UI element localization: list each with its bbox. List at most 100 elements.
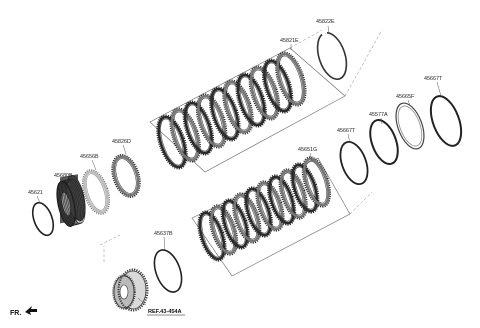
- part-45667T-mid-ring: [339, 141, 369, 185]
- upper-disc-9-body: [263, 59, 293, 113]
- lower-disc-6-body: [256, 181, 284, 231]
- lower-disc-2-inner-edge: [213, 208, 235, 252]
- reference-gear-hub: [99, 234, 149, 312]
- upper-disc-2-teeth: [169, 107, 201, 163]
- hub-bore: [119, 284, 129, 300]
- lower-disc-1-body: [198, 211, 226, 261]
- lower-disc-3: [220, 198, 250, 250]
- fr-label: FR.: [10, 310, 21, 317]
- hub-dashed-axis-line: [99, 234, 121, 246]
- leader-45826D: [122, 144, 127, 155]
- upper-disc-10-inner-edge: [279, 55, 303, 103]
- upper-disc-3-body: [183, 101, 213, 155]
- lower-disc-1-inner-edge: [201, 214, 223, 258]
- disc-45656B-inner-edge: [86, 173, 106, 211]
- lower-disc-6-inner-edge: [259, 184, 281, 228]
- upper-disc-4-body: [197, 94, 227, 148]
- leader-lines: [36, 25, 442, 306]
- ring-45665F-inner: [397, 105, 423, 147]
- label-45826D: 45826D: [112, 139, 131, 145]
- lower-disc-7-body: [268, 175, 295, 225]
- lower-disc-8-body: [279, 169, 307, 219]
- label-45651G: 45651G: [298, 147, 317, 153]
- label-45680B: 45680B: [54, 173, 73, 179]
- disc-45826D: [111, 154, 141, 198]
- lower-disc-2-body: [210, 205, 237, 255]
- upper-disc-6-body: [223, 80, 253, 134]
- lower-group-extension: [349, 191, 373, 215]
- upper-disc-9-inner-edge: [266, 62, 290, 110]
- leader-45577A: [380, 117, 383, 125]
- lower-disc-1-teeth: [197, 210, 227, 262]
- lower-disc-5-inner-edge: [247, 190, 269, 234]
- lower-disc-1: [197, 210, 227, 262]
- snap-ring-45822E: [316, 32, 348, 80]
- part-45680B-drum: [56, 174, 86, 227]
- lower-disc-10-teeth: [301, 156, 331, 208]
- upper-disc-1: [156, 114, 188, 170]
- lower-disc-3-inner-edge: [224, 202, 246, 246]
- lower-disc-9-body: [291, 163, 319, 213]
- label-45621: 45621: [28, 190, 43, 196]
- lower-disc-5-body: [245, 187, 272, 237]
- part-45637B-ring: [153, 249, 183, 293]
- drum-ridge-3: [60, 179, 80, 226]
- disc-45656B-body: [83, 170, 109, 214]
- drum-ridge-7: [66, 178, 86, 224]
- leader-45667T-top: [436, 81, 442, 97]
- drum-ridge-6: [65, 178, 84, 225]
- part-45656B-disc: [81, 169, 111, 215]
- leader-ref: [137, 297, 147, 306]
- label-45667T-top: 45667T: [424, 76, 443, 82]
- part-45621-ring: [31, 201, 55, 237]
- disc-45656B: [81, 169, 111, 215]
- disc-45826D-teeth: [111, 154, 141, 198]
- lower-disc-2: [209, 204, 239, 256]
- label-45821E: 45821E: [280, 38, 299, 44]
- lower-disc-6-teeth: [255, 180, 285, 232]
- upper-disc-6-inner-edge: [226, 83, 250, 131]
- label-45665F: 45665F: [396, 94, 415, 100]
- lower-disc-10-body: [303, 157, 330, 207]
- label-reference: REF.43-454A: [148, 309, 182, 315]
- upper-group-extension-right: [344, 29, 383, 97]
- lower-disc-9: [290, 162, 320, 214]
- upper-disc-8-inner-edge: [252, 69, 276, 117]
- lower-disc-4-teeth: [232, 192, 262, 244]
- lower-disc-4-body: [233, 193, 261, 243]
- lower-disc-7-teeth: [267, 174, 297, 226]
- leader-45637B: [163, 236, 166, 251]
- ring-45667T-top: [429, 95, 463, 147]
- part-45577A-ring: [369, 119, 399, 165]
- lower-disc-4: [232, 192, 262, 244]
- lower-disc-7: [267, 174, 297, 226]
- upper-group-extension-top: [289, 29, 323, 49]
- label-45822E: 45822E: [316, 19, 335, 25]
- drum-ridge-1: [57, 180, 77, 227]
- hub-outer-teeth: [117, 268, 149, 312]
- upper-disc-2-body: [170, 108, 200, 162]
- drum-45680B-ridges: [57, 178, 86, 227]
- part-labels: 45822E 45821E 45667T 45665F 45577A 45667…: [28, 19, 443, 316]
- upper-disc-8-body: [249, 66, 279, 120]
- lower-disc-7-inner-edge: [271, 178, 293, 222]
- lower-disc-10-inner-edge: [305, 160, 327, 204]
- leader-45651G: [309, 152, 313, 163]
- leader-45667T-mid: [347, 133, 351, 144]
- lower-disc-10: [301, 156, 331, 208]
- upper-disc-1-inner-edge: [160, 118, 184, 166]
- drum-ridge-5: [63, 179, 83, 225]
- upper-disc-7-inner-edge: [239, 76, 263, 124]
- drum-ridge-2: [59, 180, 78, 226]
- upper-disc-3-inner-edge: [186, 104, 210, 152]
- upper-disc-1-teeth: [156, 114, 188, 170]
- disc-45826D-body: [112, 155, 140, 197]
- upper-clutch-discs: [156, 51, 307, 170]
- lower-disc-6: [255, 180, 285, 232]
- part-45665F-ring: [395, 102, 425, 150]
- upper-disc-2-inner-edge: [173, 111, 197, 159]
- lower-disc-9-inner-edge: [294, 166, 316, 210]
- upper-disc-10-body: [276, 52, 306, 106]
- disc-45826D-inner-edge: [115, 158, 137, 194]
